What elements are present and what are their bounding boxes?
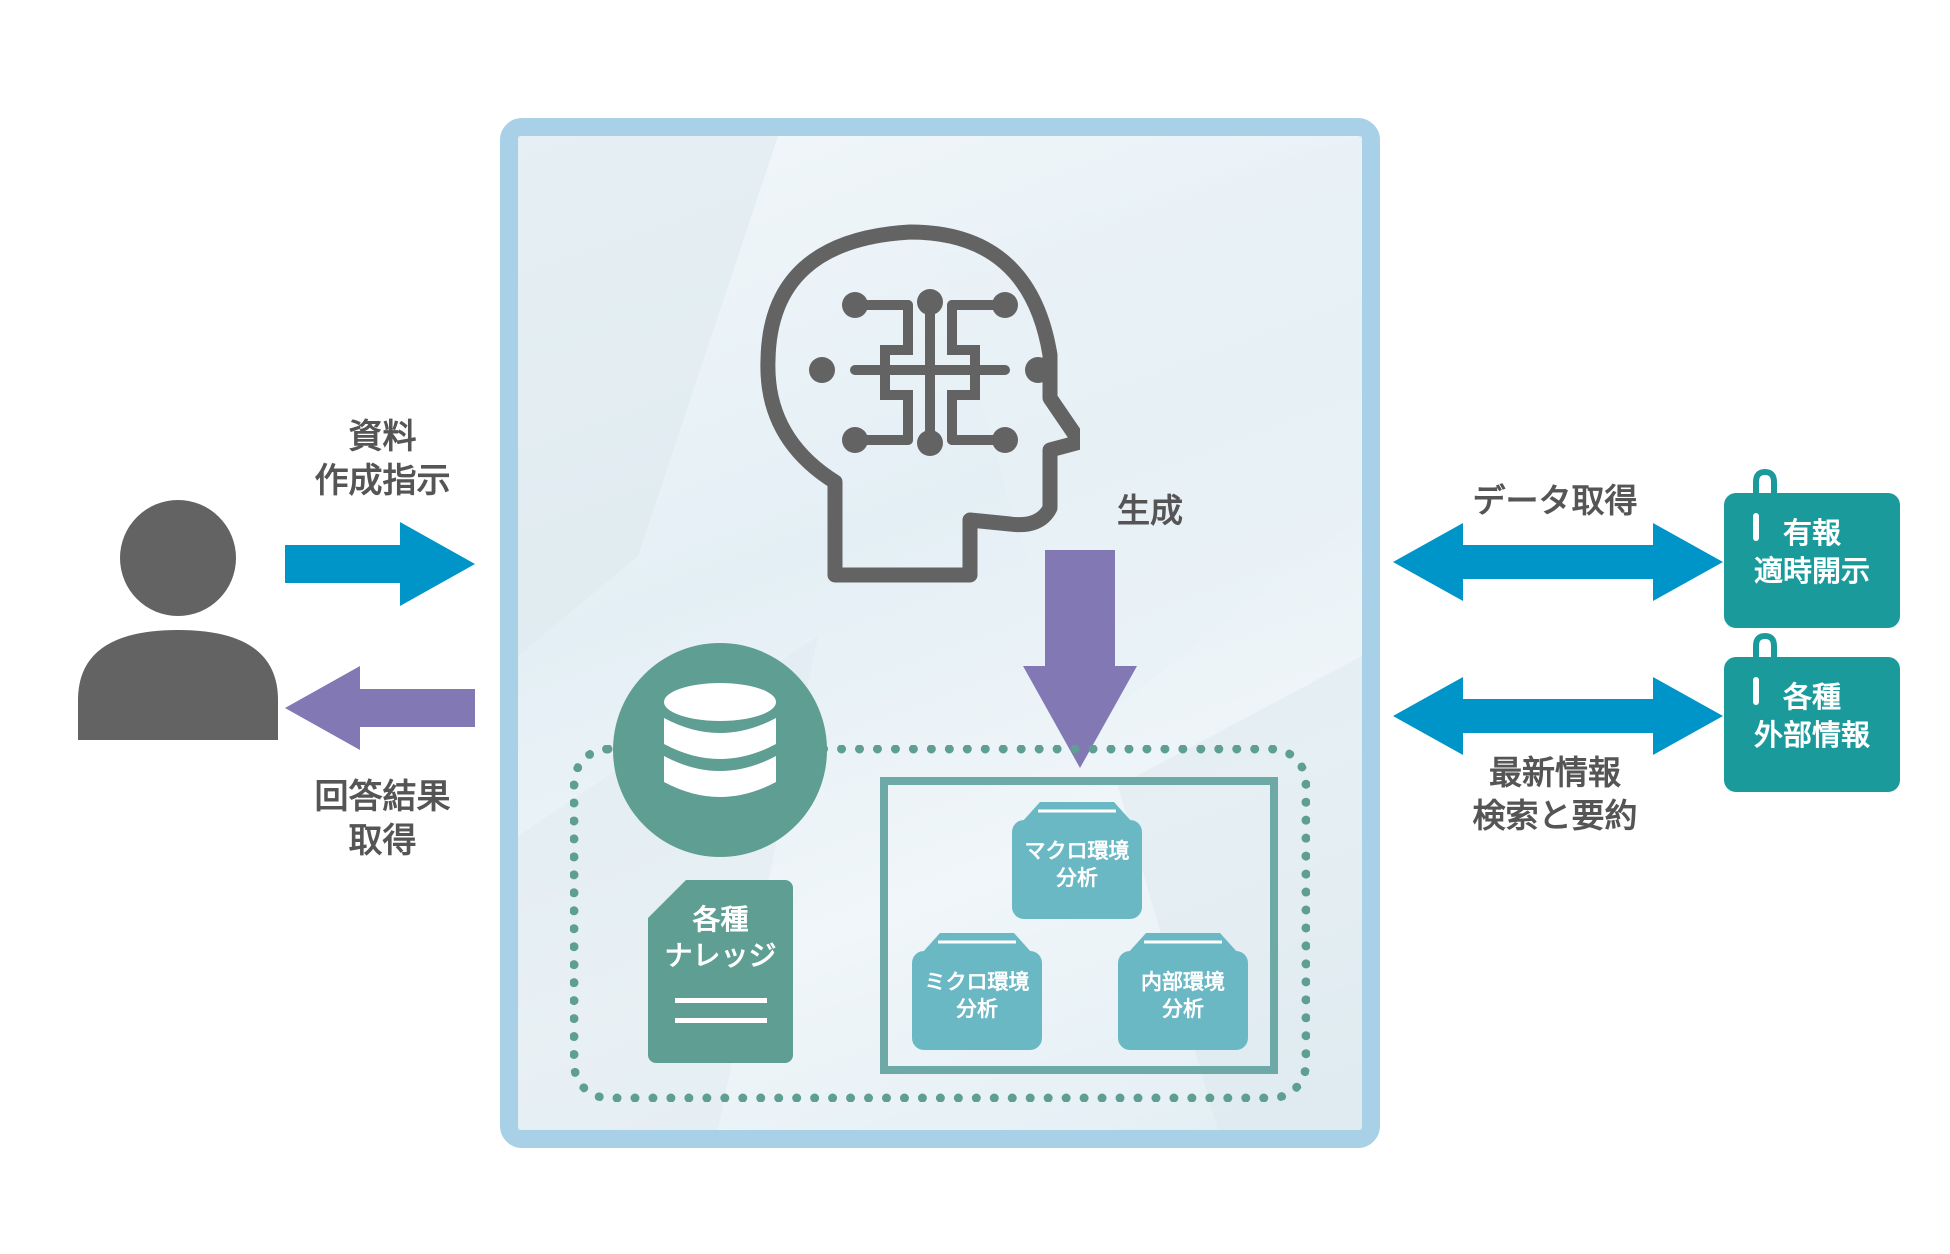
macro-analysis-label: マクロ環境 分析	[1024, 839, 1130, 891]
user-icon	[78, 500, 278, 740]
generate-arrow	[1023, 550, 1137, 768]
macro-folder-icon	[1012, 802, 1142, 919]
micro-folder-icon	[912, 933, 1042, 1050]
knowledge-label: 各種 ナレッジ	[664, 903, 777, 973]
request-label: 資料 作成指示	[314, 417, 451, 502]
micro-analysis-label: ミクロ環境 分析	[924, 970, 1030, 1022]
data-acquisition-label: データ取得	[1472, 481, 1638, 520]
knowledge-base-container	[570, 745, 1310, 1102]
ai-head-icon	[760, 224, 1080, 583]
paperclip-icon	[1753, 632, 1777, 705]
database-icon	[613, 643, 827, 857]
analysis-box	[880, 777, 1278, 1074]
result-label: 回答結果 取得	[314, 777, 451, 862]
source-external-label: 各種 外部情報	[1753, 680, 1870, 752]
result-arrow	[285, 666, 475, 750]
search-summary-label: 最新情報 検索と要約	[1472, 753, 1638, 835]
document-lines	[675, 998, 767, 1023]
internal-folder-icon	[1118, 933, 1248, 1050]
generate-label: 生成	[1117, 491, 1183, 530]
paperclip-icon	[1753, 468, 1777, 541]
internal-analysis-label: 内部環境 分析	[1141, 970, 1225, 1022]
data-acquisition-arrow	[1393, 523, 1723, 601]
knowledge-document	[648, 880, 793, 1063]
search-summary-arrow	[1393, 677, 1723, 755]
request-arrow	[285, 522, 475, 606]
source-filings-label: 有報 適時開示	[1753, 516, 1870, 588]
